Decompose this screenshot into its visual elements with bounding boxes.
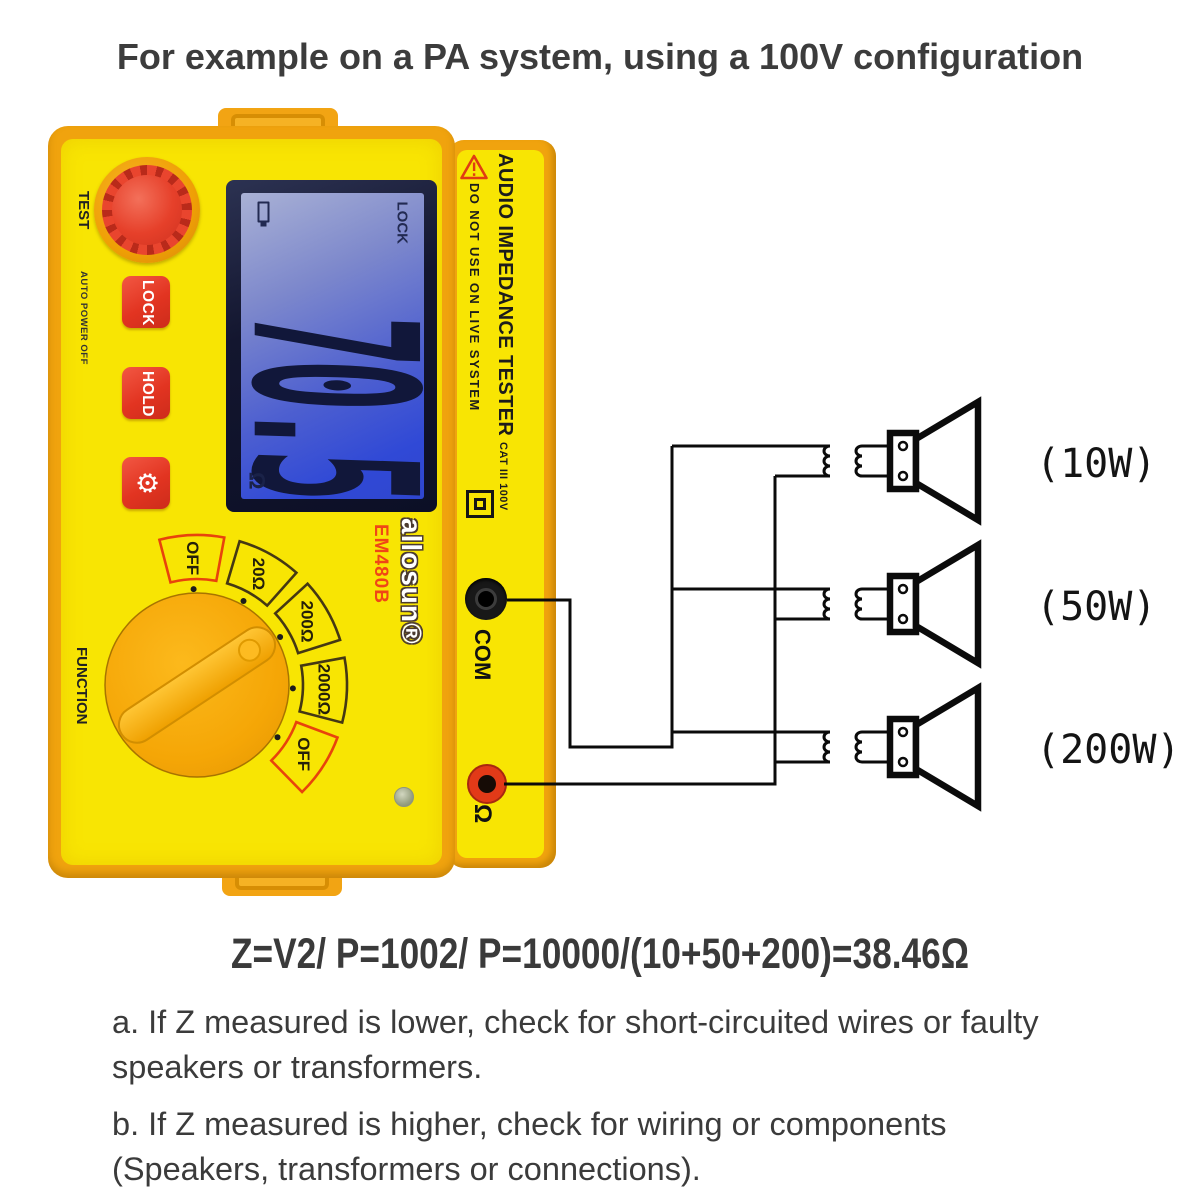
ohm-wire	[504, 476, 777, 786]
page-title: For example on a PA system, using a 100V…	[116, 36, 1084, 77]
settings-button	[122, 457, 170, 509]
speaker-50w-label: (50W)	[1036, 584, 1156, 630]
lcd-screen: LOCK 70.5 Ω	[241, 193, 424, 499]
dial-wedge-20	[225, 539, 299, 608]
com-jack	[465, 578, 507, 620]
double-insulation-inner-square	[474, 498, 486, 510]
note-a: a. If Z measured is lower, check for sho…	[112, 1000, 1182, 1090]
note-b-line2: (Speakers, transformers or connections).	[112, 1151, 701, 1187]
note-b-line1: b. If Z measured is higher, check for wi…	[112, 1106, 947, 1142]
dial-label-20: 20Ω	[249, 558, 268, 591]
note-a-line1: a. If Z measured is lower, check for sho…	[112, 1004, 1039, 1040]
note-a-line2: speakers or transformers.	[112, 1049, 483, 1085]
dial-wedge-2000	[298, 656, 349, 725]
warning-triangle-icon	[460, 154, 488, 180]
device-side-face	[457, 150, 544, 858]
hold-button	[122, 367, 170, 419]
double-insulation-icon	[466, 490, 494, 518]
com-jack-hole	[475, 588, 497, 610]
function-dial: OFF 20Ω 200Ω 2000Ω OFF	[104, 533, 349, 794]
speaker-50w	[672, 545, 978, 663]
note-b: b. If Z measured is higher, check for wi…	[112, 1102, 1182, 1192]
speaker-200w-label: (200W)	[1036, 727, 1181, 773]
ohm-jack-hole	[478, 775, 496, 793]
dial-dot	[190, 586, 197, 593]
dial-dot	[274, 734, 281, 741]
dial-dot	[240, 598, 247, 604]
indicator-led	[394, 787, 414, 807]
dial-label-2000: 2000Ω	[314, 664, 333, 715]
dial-dot	[277, 634, 284, 640]
impedance-formula: Z=V2/ P=1002/ P=10000/(10+50+200)=38.46Ω	[231, 930, 969, 978]
dial-wedge-off-1	[157, 533, 226, 584]
dial-label-off-1: OFF	[183, 541, 202, 575]
lock-button	[122, 276, 170, 328]
dial-wedge-200	[273, 581, 342, 655]
dial-knob-handle	[117, 626, 277, 744]
dial-label-200: 200Ω	[298, 601, 317, 643]
com-wire	[507, 446, 674, 749]
dial-dot	[289, 685, 296, 692]
test-knob-cap	[112, 175, 182, 245]
dial-label-off-2: OFF	[294, 737, 313, 771]
speaker-10w-label: (10W)	[1036, 441, 1156, 487]
dial-pointer-indicator	[238, 638, 261, 662]
speaker-10w	[672, 402, 978, 520]
dial-wedge-off-2	[269, 720, 340, 794]
speaker-200w	[672, 688, 978, 806]
